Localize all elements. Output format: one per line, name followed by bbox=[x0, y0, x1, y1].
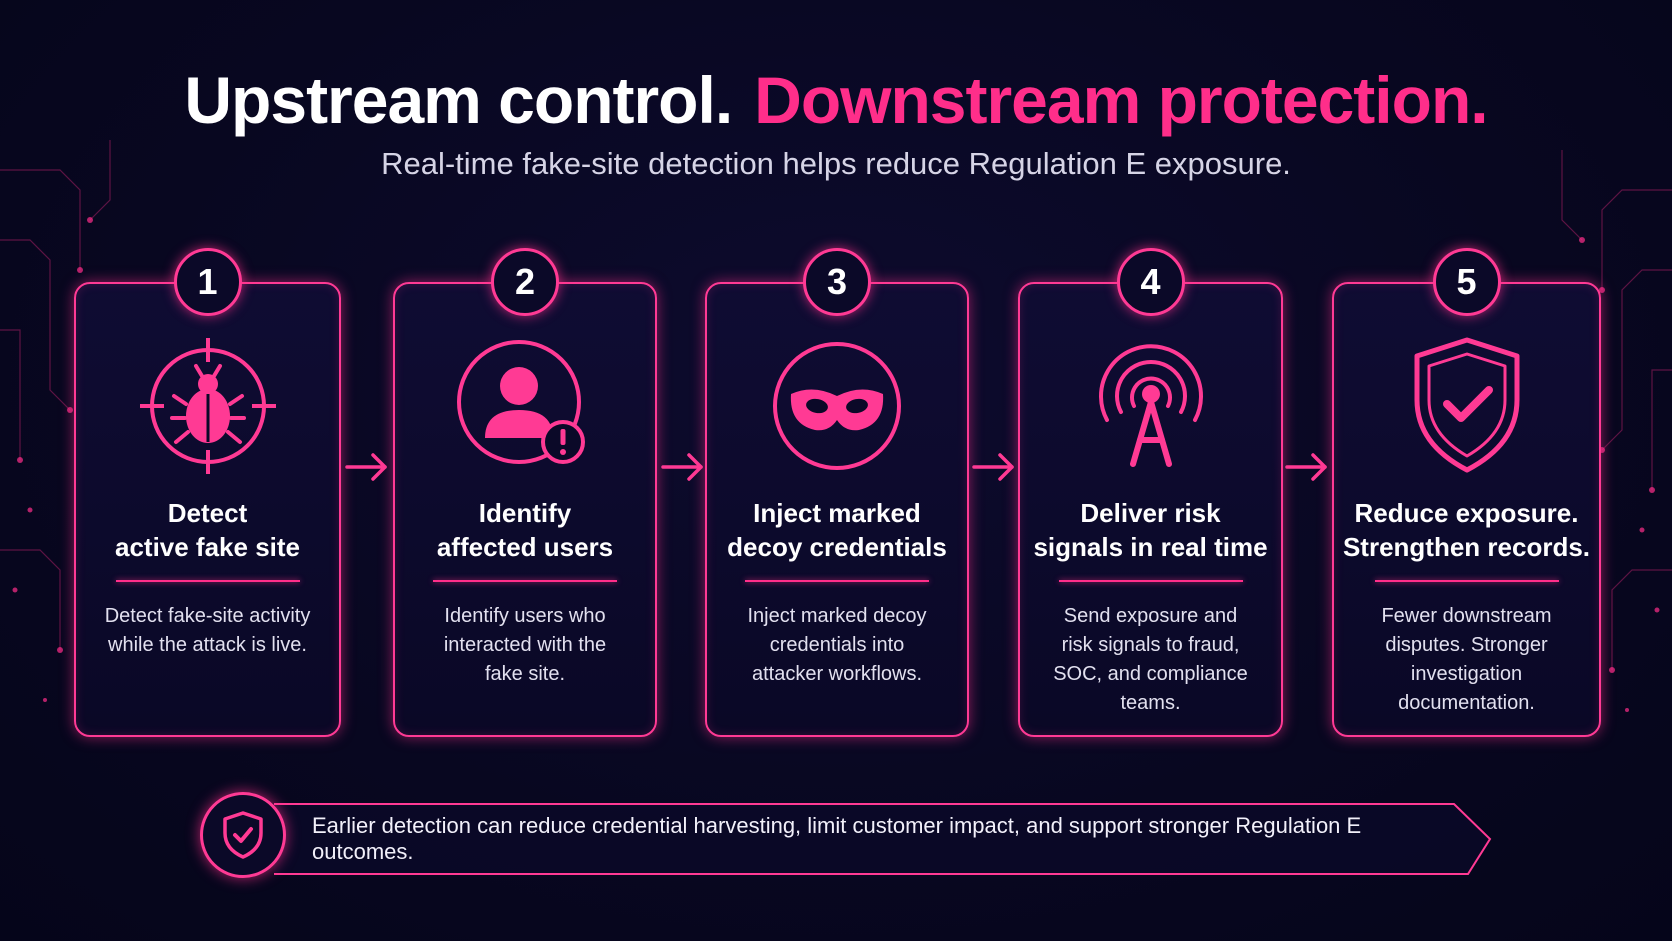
step-divider bbox=[1374, 580, 1559, 582]
step-divider bbox=[433, 580, 617, 582]
banner-text: Earlier detection can reduce credential … bbox=[312, 813, 1362, 864]
step-divider bbox=[115, 580, 300, 582]
step-number-badge: 1 bbox=[173, 248, 242, 316]
circuit-decoration-left bbox=[0, 140, 111, 702]
arrow-right-icon bbox=[1283, 447, 1331, 487]
step-divider bbox=[1058, 580, 1243, 582]
page-title: Upstream control. Downstream protection. bbox=[0, 62, 1672, 138]
step-number-badge: 3 bbox=[803, 248, 871, 316]
shield-check-icon bbox=[200, 792, 286, 878]
step-title: Detect active fake site bbox=[114, 498, 300, 562]
page-subtitle: Real-time fake-site detection helps redu… bbox=[381, 146, 1291, 181]
arrow-right-icon bbox=[970, 447, 1018, 487]
step-title: Inject marked decoy credentials bbox=[727, 498, 947, 562]
step-title: Reduce exposure. Strengthen records. bbox=[1342, 498, 1591, 562]
step-number-badge: 5 bbox=[1432, 248, 1501, 316]
step-card-3: 3 Inject marked decoy credentials Inject… bbox=[705, 248, 969, 737]
step-card-4: 4 Deliver risk signals in real time Send… bbox=[1018, 248, 1283, 737]
step-card-5: 5 Reduce exposure. Strengthen records. F… bbox=[1332, 248, 1601, 737]
bug-target-icon bbox=[138, 336, 278, 476]
summary-banner: Earlier detection can reduce credential … bbox=[272, 802, 1494, 876]
step-description: Identify users who interacted with the f… bbox=[443, 605, 607, 685]
broadcast-tower-icon bbox=[1081, 336, 1221, 476]
step-number-badge: 2 bbox=[491, 248, 559, 316]
arrow-right-icon bbox=[343, 447, 391, 487]
step-description: Fewer downstream disputes. Stronger inve… bbox=[1381, 605, 1552, 714]
title-part-downstream: Downstream protection. bbox=[754, 63, 1488, 137]
user-alert-icon bbox=[455, 336, 595, 476]
step-title: Deliver risk signals in real time bbox=[1033, 498, 1268, 562]
arrow-right-icon bbox=[659, 447, 707, 487]
step-title: Identify affected users bbox=[436, 498, 614, 562]
step-number-badge: 4 bbox=[1116, 248, 1185, 316]
step-description: Send exposure and risk signals to fraud,… bbox=[1053, 605, 1248, 714]
step-description: Inject marked decoy credentials into att… bbox=[747, 605, 927, 685]
title-part-upstream: Upstream control. bbox=[184, 63, 733, 137]
step-card-1: 1 Detect active fake site Detect fake-si… bbox=[74, 248, 341, 737]
banner-outline bbox=[274, 803, 1492, 875]
step-card-2: 2 Identify affected users Identify users… bbox=[393, 248, 657, 737]
mask-icon bbox=[767, 336, 907, 476]
step-description: Detect fake-site activity while the atta… bbox=[104, 605, 311, 656]
shield-check-icon bbox=[1397, 336, 1537, 476]
step-divider bbox=[745, 580, 929, 582]
